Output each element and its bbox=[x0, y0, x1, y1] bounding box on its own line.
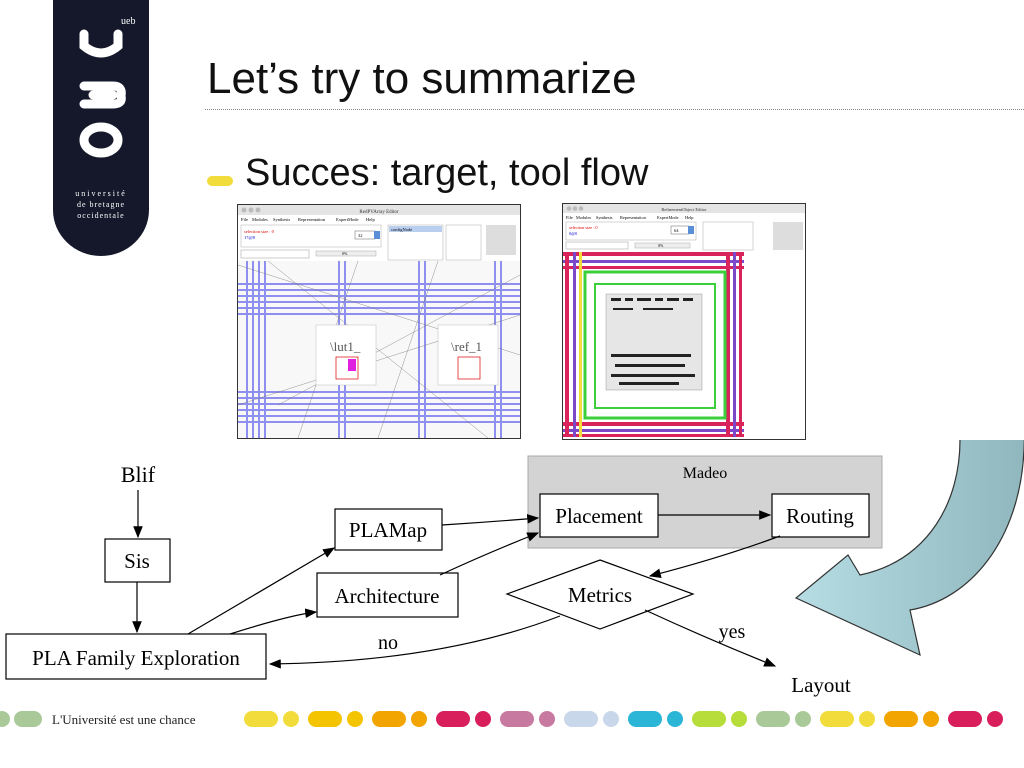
footer-pill bbox=[948, 711, 982, 727]
node-routing: Routing bbox=[786, 504, 854, 528]
node-architecture-box bbox=[316, 572, 459, 618]
left-cell-label-1: \lut1_ bbox=[330, 339, 361, 354]
screenshot-refinement-editor: RefinementObject Editor File Modules Syn… bbox=[562, 203, 806, 440]
node-sis-box bbox=[104, 538, 171, 583]
right-menu-expertmode: ExpertMode bbox=[657, 215, 679, 220]
right-field-value: 64 bbox=[674, 228, 679, 233]
right-menu-modules: Modules bbox=[576, 215, 591, 220]
left-window-title: RedPVArray Editor bbox=[359, 210, 399, 215]
edge-label-yes: yes bbox=[719, 621, 746, 643]
node-architecture: Architecture bbox=[335, 584, 440, 608]
footer-pill bbox=[372, 711, 406, 727]
node-metrics: Metrics bbox=[568, 583, 632, 607]
bullet-marker-icon bbox=[207, 176, 233, 186]
right-menu-synthesis: Synthesis bbox=[596, 215, 613, 220]
left-selection-sub: 17@8 bbox=[244, 235, 256, 240]
node-placement-box bbox=[539, 493, 659, 538]
footer-dot bbox=[987, 711, 1003, 727]
left-cell-label-2: \ref_1 bbox=[451, 339, 482, 354]
footer-slogan: L'Université est une chance bbox=[52, 712, 196, 727]
footer-dot bbox=[603, 711, 619, 727]
footer-pill bbox=[628, 711, 662, 727]
left-menu-modules: Modules bbox=[252, 217, 268, 222]
footer-pill bbox=[244, 711, 278, 727]
edge-label-no: no bbox=[378, 632, 398, 654]
node-routing-box bbox=[771, 493, 870, 538]
footer-dot bbox=[731, 711, 747, 727]
right-selection-label: selection size : 0 bbox=[569, 225, 598, 230]
right-window-title: RefinementObject Editor bbox=[661, 207, 707, 212]
big-curved-arrow-icon bbox=[794, 440, 1024, 657]
left-selection-label: selection size : 0 bbox=[244, 229, 275, 234]
bullet-text: Succes: target, tool flow bbox=[245, 152, 649, 194]
right-selection-sub: 0@0 bbox=[569, 231, 577, 236]
footer-pill bbox=[436, 711, 470, 727]
footer-band: L'Université est une chance bbox=[0, 711, 1003, 727]
footer-dot bbox=[539, 711, 555, 727]
footer-dot bbox=[283, 711, 299, 727]
left-progress: 0% bbox=[342, 251, 348, 256]
left-menu-help: Help bbox=[366, 217, 375, 222]
title-divider bbox=[205, 109, 1024, 110]
footer-dot bbox=[667, 711, 683, 727]
left-menu-file: File bbox=[241, 217, 248, 222]
right-progress: 0% bbox=[658, 243, 664, 248]
footer-pill bbox=[756, 711, 790, 727]
madeo-label: Madeo bbox=[683, 465, 727, 482]
slide-title: Let’s try to summarize bbox=[207, 54, 637, 103]
node-blif: Blif bbox=[121, 462, 156, 487]
right-menu-representation: Representation bbox=[620, 215, 647, 220]
node-pla-family-box bbox=[5, 633, 267, 680]
logo-tag: ueb bbox=[121, 16, 135, 27]
footer-dot bbox=[859, 711, 875, 727]
footer-pill bbox=[820, 711, 854, 727]
footer-pill bbox=[564, 711, 598, 727]
footer-dot bbox=[795, 711, 811, 727]
left-field-value: 32 bbox=[358, 233, 363, 238]
left-menu-expertmode: ExpertMode bbox=[336, 217, 359, 222]
node-pla-family: PLA Family Exploration bbox=[32, 646, 240, 670]
right-menu-file: File bbox=[566, 215, 573, 220]
footer-pill bbox=[500, 711, 534, 727]
left-list-item: configNode bbox=[391, 227, 412, 232]
footer-dot bbox=[475, 711, 491, 727]
footer-dot bbox=[411, 711, 427, 727]
node-metrics-diamond bbox=[505, 559, 695, 630]
screenshot-pla-editor: RedPVArray Editor File Modules Synthesis… bbox=[237, 204, 521, 439]
footer-dot bbox=[347, 711, 363, 727]
footer-dot bbox=[923, 711, 939, 727]
node-layout: Layout bbox=[791, 673, 851, 697]
logo-line-2: de bretagne bbox=[77, 200, 125, 209]
node-plamap: PLAMap bbox=[349, 518, 427, 542]
footer-pill bbox=[308, 711, 342, 727]
node-plamap-box bbox=[334, 508, 443, 551]
left-menu-representation: Representation bbox=[298, 217, 326, 222]
logo-line-3: occidentale bbox=[77, 211, 124, 220]
left-menu-synthesis: Synthesis bbox=[273, 217, 291, 222]
node-sis: Sis bbox=[124, 549, 150, 573]
ubo-logo: ueb université de bretagne occidentale bbox=[53, 0, 149, 256]
footer-pill bbox=[692, 711, 726, 727]
node-placement: Placement bbox=[555, 504, 643, 528]
logo-line-1: université bbox=[75, 189, 127, 198]
footer-color-pills bbox=[244, 711, 1003, 727]
footer-pill bbox=[884, 711, 918, 727]
right-menu-help: Help bbox=[685, 215, 693, 220]
tool-flow-diagram: Madeo Blif Sis PLA Family Exploration PL… bbox=[5, 440, 1024, 697]
